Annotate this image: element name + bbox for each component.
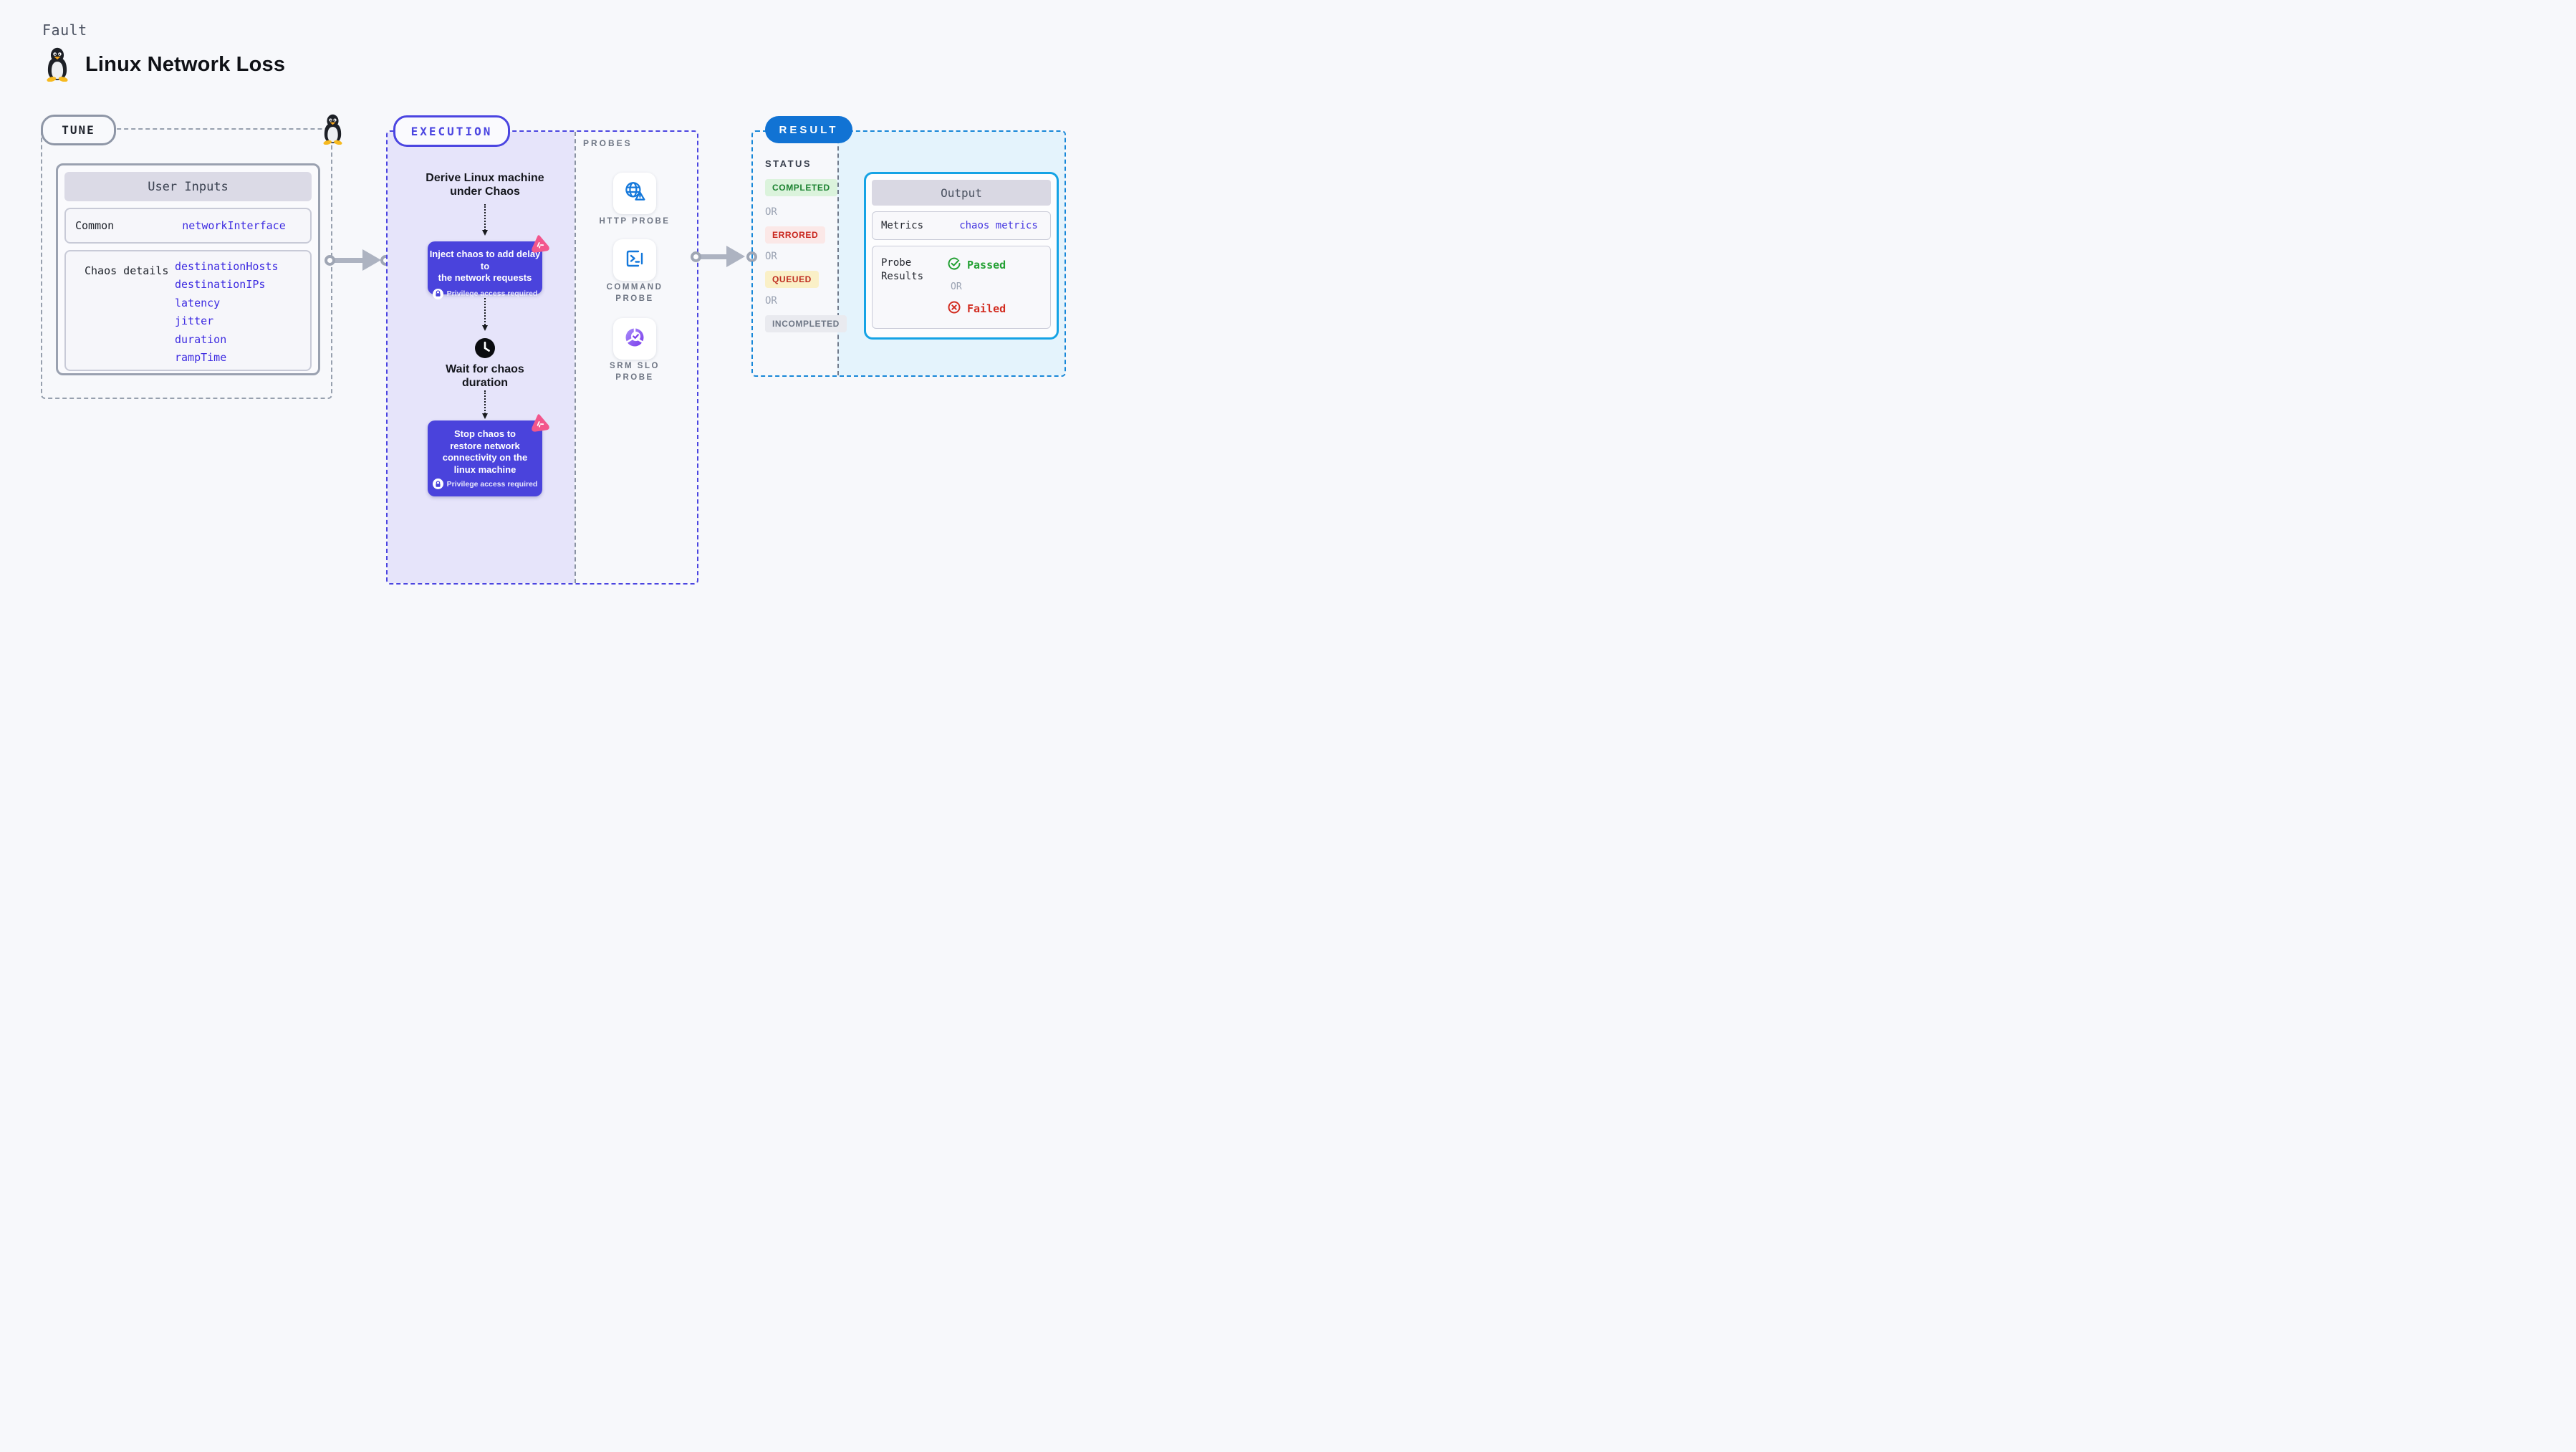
user-inputs-title: User Inputs [64,172,312,201]
row-value: jitter [175,314,214,328]
inject-chaos-step: Inject chaos to add delay to the network… [428,241,542,299]
or-separator: OR [765,295,777,307]
lock-icon [432,479,443,489]
row-label: Chaos details [85,264,169,277]
user-input-row-chaos-details: Chaos details destinationHosts destinati… [64,250,312,371]
status-badge-completed: COMPLETED [765,179,837,196]
flow-arrow-2 [481,298,488,331]
probes-title: PROBES [583,138,633,148]
row-value: destinationIPs [175,278,266,292]
chaos-logo-icon [529,233,550,254]
user-inputs-card: User Inputs Common networkInterface Chao… [56,163,320,375]
metrics-row: Metrics chaos metrics [872,211,1051,240]
status-badge-errored: ERRORED [765,226,826,244]
execution-probes-divider [575,132,576,583]
flow-arrow-3 [481,390,488,419]
srm-slo-probe-card [613,318,656,360]
probe-results-label: Probe Results [881,257,924,282]
failed-label: Failed [967,302,1006,315]
result-divider [837,132,839,375]
derive-step-text: Derive Linux machine under Chaos [426,172,544,198]
terminal-icon [623,246,647,274]
passed-label: Passed [967,259,1006,271]
http-probe-label: HTTP PROBE [599,217,671,226]
or-separator: OR [765,206,777,218]
user-input-row-common: Common networkInterface [64,208,312,244]
http-probe-card [613,173,656,214]
globe-alert-icon [622,179,648,208]
slo-donut-check-icon [623,325,647,353]
or-separator: OR [765,251,777,262]
status-badge-queued: QUEUED [765,271,819,288]
lock-icon [432,288,443,299]
fault-eyebrow: Fault [42,21,87,39]
result-badge: RESULT [765,116,852,143]
row-value: networkInterface [182,219,286,232]
status-title: STATUS [765,158,812,169]
or-separator: OR [951,282,962,292]
stop-chaos-step: Stop chaos to restore network connectivi… [428,420,542,496]
command-probe-label: COMMAND PROBE [606,283,663,303]
row-label: Common [75,219,115,232]
clock-icon [474,337,496,359]
fault-diagram-page: Fault Linux Network Loss TUNE User In [0,0,1103,622]
execution-region [386,130,698,585]
output-card: Output Metrics chaos metrics Probe Resul… [864,172,1059,340]
command-probe-card [613,239,656,281]
x-circle-icon [947,300,961,317]
wait-step-text: Wait for chaos duration [446,363,524,389]
row-value: destinationHosts [175,260,279,273]
chaos-logo-icon [529,412,550,433]
srm-slo-probe-label: SRM SLO PROBE [610,362,660,382]
row-value: latency [175,296,221,309]
row-value: duration [175,332,227,346]
privilege-label: Privilege access required [446,289,538,298]
tux-penguin-corner-icon [320,114,345,145]
tune-badge: TUNE [41,115,116,145]
check-circle-icon [947,256,961,274]
metrics-value: chaos metrics [959,220,1038,231]
page-title: Linux Network Loss [85,53,286,76]
status-badge-incompleted: INCOMPLETED [765,315,847,332]
row-value: rampTime [175,351,227,365]
execution-badge: EXECUTION [393,115,510,147]
privilege-label: Privilege access required [446,479,538,489]
output-title: Output [872,180,1051,206]
probe-results-row: Probe Results Passed OR [872,246,1051,329]
flow-arrow-1 [481,204,488,236]
row-values: destinationHosts destinationIPs latency … [175,251,310,367]
metrics-label: Metrics [881,220,924,231]
tux-penguin-icon [43,47,72,82]
execution-fill [388,132,575,583]
